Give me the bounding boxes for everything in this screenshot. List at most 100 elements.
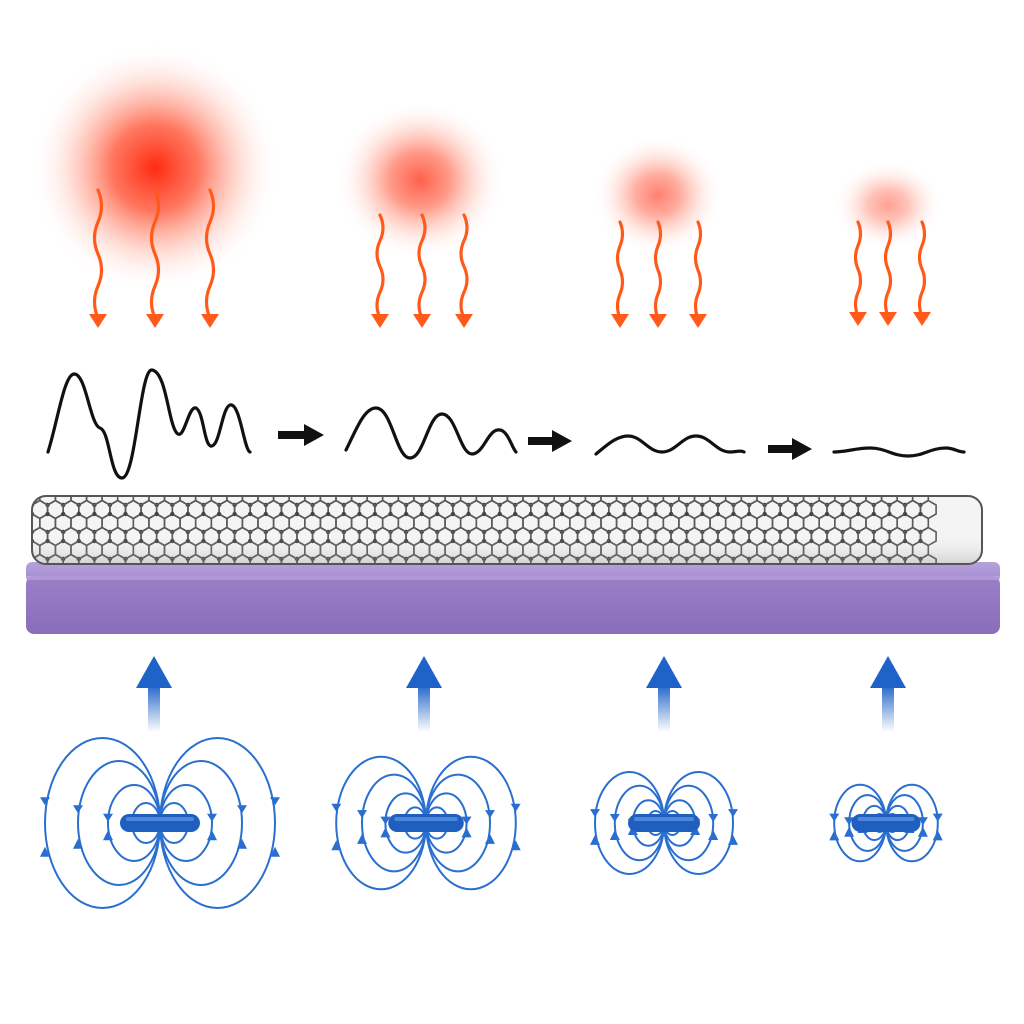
wavy-down-arrow-icon	[853, 220, 863, 318]
magnetic-dipole-stage-4	[829, 783, 943, 863]
progression-arrow-3	[768, 438, 812, 460]
signal-wave-stage-2	[344, 406, 518, 460]
field-arrow-icon	[484, 833, 495, 844]
field-arrow-icon	[380, 816, 391, 825]
heat-glow-stage-4	[833, 160, 943, 250]
wavy-down-arrow-icon	[375, 213, 385, 320]
signal-wave-stage-3	[594, 434, 746, 456]
field-arrow-icon	[932, 813, 943, 822]
signal-wave-stage-1	[46, 368, 252, 480]
signal-wave-stage-4	[832, 446, 966, 458]
wavy-down-arrow-icon	[149, 188, 161, 320]
field-arrow-icon	[270, 846, 280, 857]
field-arrow-icon	[270, 797, 280, 806]
field-arrow-icon	[844, 826, 855, 837]
progression-arrow-1	[278, 424, 324, 446]
field-arrow-icon	[237, 805, 247, 814]
field-arrow-icon	[917, 826, 928, 837]
magnetic-dipole-stage-3	[590, 771, 738, 875]
arrow-head-icon	[649, 314, 667, 328]
field-arrow-icon	[728, 834, 738, 845]
field-arrow-icon	[331, 803, 342, 812]
substrate-front-face	[26, 576, 1000, 634]
wavy-down-arrow-icon	[92, 188, 104, 320]
heat-glow-stage-2	[335, 100, 505, 260]
magnetic-dipoles-layer	[40, 737, 943, 909]
field-arrow-icon	[590, 834, 600, 845]
wavy-down-arrow-icon	[459, 213, 469, 320]
dipole-bar-icon	[120, 814, 200, 832]
wavy-down-arrow-icon	[615, 220, 625, 320]
field-arrow-icon	[461, 816, 472, 825]
field-arrow-icon	[609, 830, 620, 841]
field-arrow-icon	[40, 846, 50, 857]
field-arrow-icon	[829, 830, 840, 841]
field-arrow-icon	[728, 809, 738, 818]
wavy-down-arrow-icon	[693, 220, 703, 320]
up-arrow-icon	[646, 656, 682, 732]
dipole-bar-icon	[851, 814, 921, 832]
field-arrow-icon	[844, 817, 855, 826]
field-arrow-icon	[237, 838, 247, 849]
field-arrow-icon	[73, 838, 83, 849]
arrow-head-icon	[913, 312, 931, 326]
field-arrow-icon	[917, 817, 928, 826]
emission-arrows-stage-1	[89, 188, 219, 328]
arrow-head-icon	[611, 314, 629, 328]
dipole-bar-icon	[628, 814, 700, 832]
wavy-down-arrow-icon	[653, 220, 663, 320]
heat-glow-stage-1	[30, 43, 280, 293]
field-arrow-icon	[207, 830, 217, 841]
field-arrow-icon	[590, 809, 600, 818]
emission-arrows-stage-3	[611, 220, 707, 328]
field-arrow-icon	[932, 830, 943, 841]
field-arrow-icon	[708, 830, 719, 841]
progression-arrows	[278, 424, 812, 460]
arrow-head-icon	[89, 314, 107, 328]
arrow-head-icon	[689, 314, 707, 328]
emission-arrows-stage-4	[849, 220, 931, 326]
up-arrow-icon	[136, 656, 172, 732]
field-arrows-layer	[136, 656, 906, 732]
magnetic-dipole-stage-2	[331, 755, 521, 891]
arrow-head-icon	[879, 312, 897, 326]
field-arrow-icon	[357, 833, 368, 844]
emission-arrows-stage-2	[371, 213, 473, 328]
field-arrow-icon	[829, 813, 840, 822]
field-arrow-icon	[103, 830, 113, 841]
field-arrow-icon	[510, 803, 521, 812]
arrow-head-icon	[849, 312, 867, 326]
arrow-head-icon	[413, 314, 431, 328]
wavy-down-arrow-icon	[417, 213, 427, 320]
emission-arrows-layer	[89, 188, 931, 328]
field-arrow-icon	[510, 840, 521, 851]
magnetic-dipole-stage-1	[40, 737, 280, 909]
signal-waveforms	[46, 368, 966, 480]
field-arrow-icon	[708, 813, 719, 822]
arrow-head-icon	[201, 314, 219, 328]
field-arrow-icon	[73, 805, 83, 814]
heat-glow-stage-3	[593, 135, 723, 255]
dipole-bar-icon	[388, 814, 464, 832]
carbon-nanotube	[31, 495, 983, 565]
field-arrow-icon	[380, 827, 391, 838]
field-arrow-icon	[40, 797, 50, 806]
purple-substrate	[26, 562, 1000, 634]
wavy-down-arrow-icon	[883, 220, 893, 318]
arrow-head-icon	[371, 314, 389, 328]
wavy-down-arrow-icon	[917, 220, 927, 318]
wavy-down-arrow-icon	[204, 188, 216, 320]
progression-arrow-2	[528, 430, 572, 452]
up-arrow-icon	[406, 656, 442, 732]
arrow-head-icon	[455, 314, 473, 328]
field-arrow-icon	[103, 813, 113, 822]
arrow-head-icon	[146, 314, 164, 328]
up-arrow-icon	[870, 656, 906, 732]
field-arrow-icon	[461, 827, 472, 838]
field-arrow-icon	[609, 813, 620, 822]
field-arrow-icon	[207, 813, 217, 822]
field-arrow-icon	[357, 810, 368, 819]
thermal-glow-layer	[30, 43, 943, 293]
